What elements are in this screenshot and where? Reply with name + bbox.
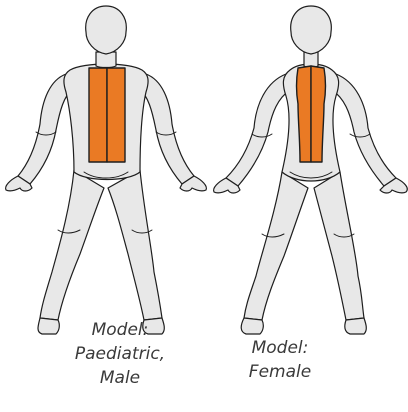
figure-paediatric-male: [6, 6, 207, 334]
left-leg: [40, 170, 104, 320]
pad-left-strip: [89, 68, 107, 162]
head: [291, 6, 332, 54]
left-arm: [226, 74, 290, 186]
right-leg: [314, 172, 364, 320]
pad-right-strip: [107, 68, 125, 162]
left-foot: [241, 318, 263, 334]
left-arm: [18, 74, 72, 184]
right-leg: [108, 170, 162, 320]
right-foot: [345, 318, 367, 334]
right-arm: [140, 74, 194, 184]
right-arm: [332, 74, 396, 186]
left-leg: [244, 172, 308, 320]
caption-female: Model: Female: [215, 336, 345, 384]
head: [86, 6, 127, 54]
caption-paediatric-male: Model: Paediatric, Male: [50, 318, 190, 390]
figure-female: [214, 6, 408, 334]
